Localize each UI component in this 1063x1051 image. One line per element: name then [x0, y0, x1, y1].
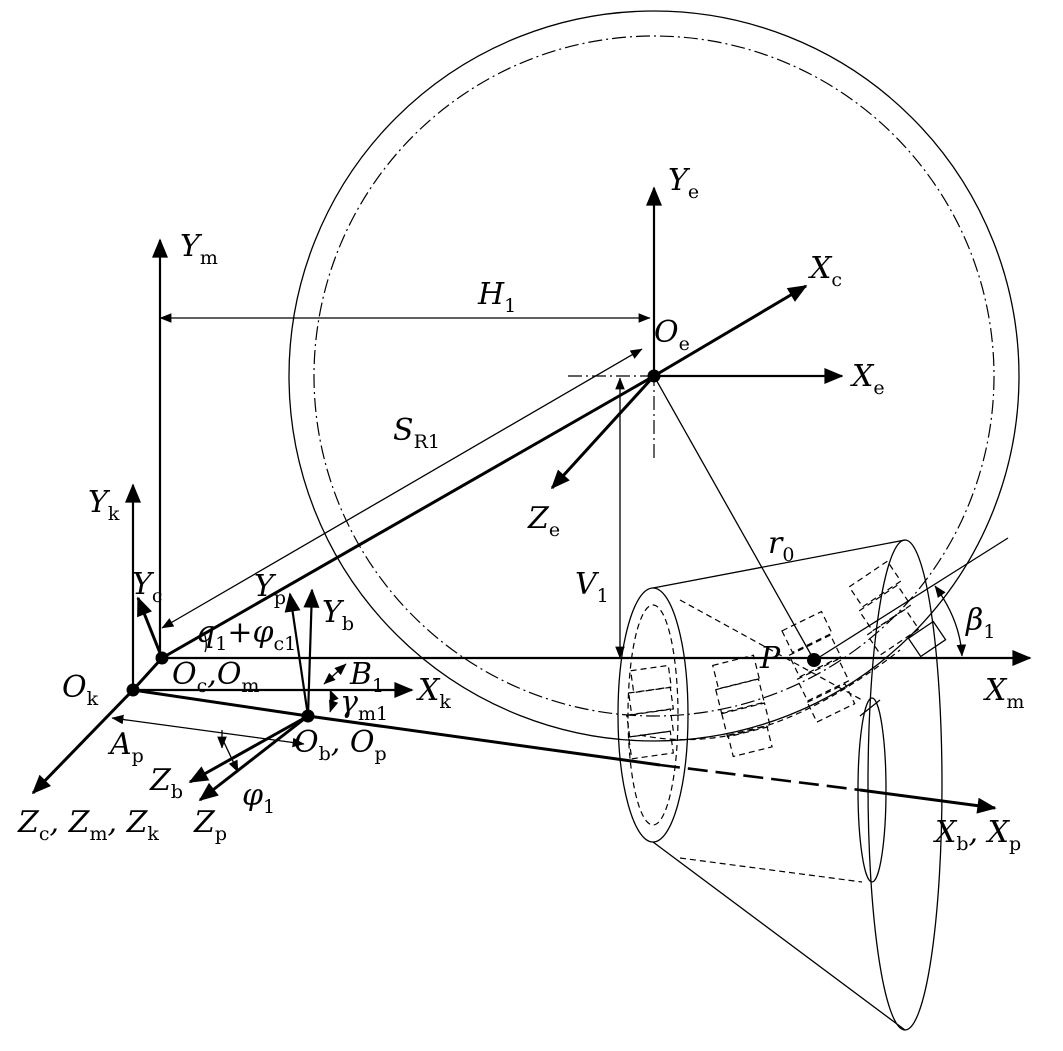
- zb-axis-arrow: [188, 714, 309, 784]
- ym-label: Ym: [180, 229, 218, 269]
- point-oe: [647, 369, 661, 383]
- xk-label: Xk: [416, 673, 451, 713]
- phi1-label: φ1: [242, 778, 275, 818]
- xm-label: Xm: [983, 673, 1024, 713]
- b1-label: B1: [349, 657, 384, 697]
- zp-axis-arrow: [198, 714, 309, 802]
- q1-phi-c1-label: q1+φc1: [196, 615, 296, 655]
- beta1-label: β1: [965, 603, 995, 643]
- yk-label: Yk: [88, 485, 120, 525]
- xb-xp-axis-dashed: [659, 763, 861, 792]
- q1-phi-angle-arc: [203, 631, 207, 653]
- xb-xp-label: Xb, Xp: [933, 815, 1021, 855]
- yb-axis-arrow: [303, 588, 320, 717]
- oe-label: Oe: [654, 315, 690, 355]
- blade-path-arc: [639, 649, 901, 741]
- sr1-dimension-line: [161, 348, 643, 629]
- yb-label: Yb: [322, 595, 354, 635]
- gear-blank-cone: [617, 539, 943, 1031]
- xb-xp-axis-arrow: [859, 788, 997, 814]
- ye-label: Ye: [668, 163, 699, 203]
- zc-zm-zk-axis-arrow: [31, 688, 135, 795]
- p-label: P: [759, 641, 781, 676]
- point-oc-om: [155, 651, 169, 665]
- sr1-label: SR1: [393, 413, 440, 453]
- r0-label: r0: [768, 526, 794, 566]
- h1-label: H1: [477, 277, 516, 317]
- ok-ob-line: [132, 688, 309, 718]
- gamma-m1-angle-arc: [329, 689, 339, 713]
- beta1-tilt-line: [817, 537, 1009, 659]
- xe-label: Xe: [850, 359, 885, 399]
- yp-axis-arrow: [284, 592, 310, 717]
- yc-axis-arrow: [136, 596, 164, 659]
- xb-xp-axis-solid: [307, 714, 661, 767]
- ob-op-label: Ob, Op: [294, 725, 387, 765]
- v1-label: V1: [575, 567, 609, 607]
- point-ok: [126, 683, 140, 697]
- ze-label: Ze: [527, 501, 560, 541]
- cutter-blades: [626, 560, 947, 760]
- point-p: [807, 653, 821, 667]
- xc-axis-arrow: [653, 284, 808, 378]
- yp-label: Yp: [254, 569, 286, 609]
- point-ob-op: [301, 709, 315, 723]
- ok-label: Ok: [62, 670, 99, 710]
- ap-label: Ap: [107, 727, 144, 767]
- ap-dimension-line: [111, 714, 305, 748]
- gamma-m1-label: γm1: [340, 685, 388, 725]
- beta1-angle-arc: [934, 585, 967, 657]
- zp-label: Zp: [193, 805, 227, 845]
- yc-label: Yc: [132, 567, 162, 607]
- radius-line-oe-p: [653, 375, 815, 661]
- zb-label: Zb: [149, 763, 183, 803]
- b1-angle-arc: [323, 663, 347, 685]
- zc-zm-zk-label: Zc, Zm, Zk: [17, 805, 159, 845]
- oc-om-label: Oc,Om: [172, 657, 259, 697]
- ok-oc-link: [131, 656, 164, 692]
- xc-label: Xc: [808, 251, 842, 291]
